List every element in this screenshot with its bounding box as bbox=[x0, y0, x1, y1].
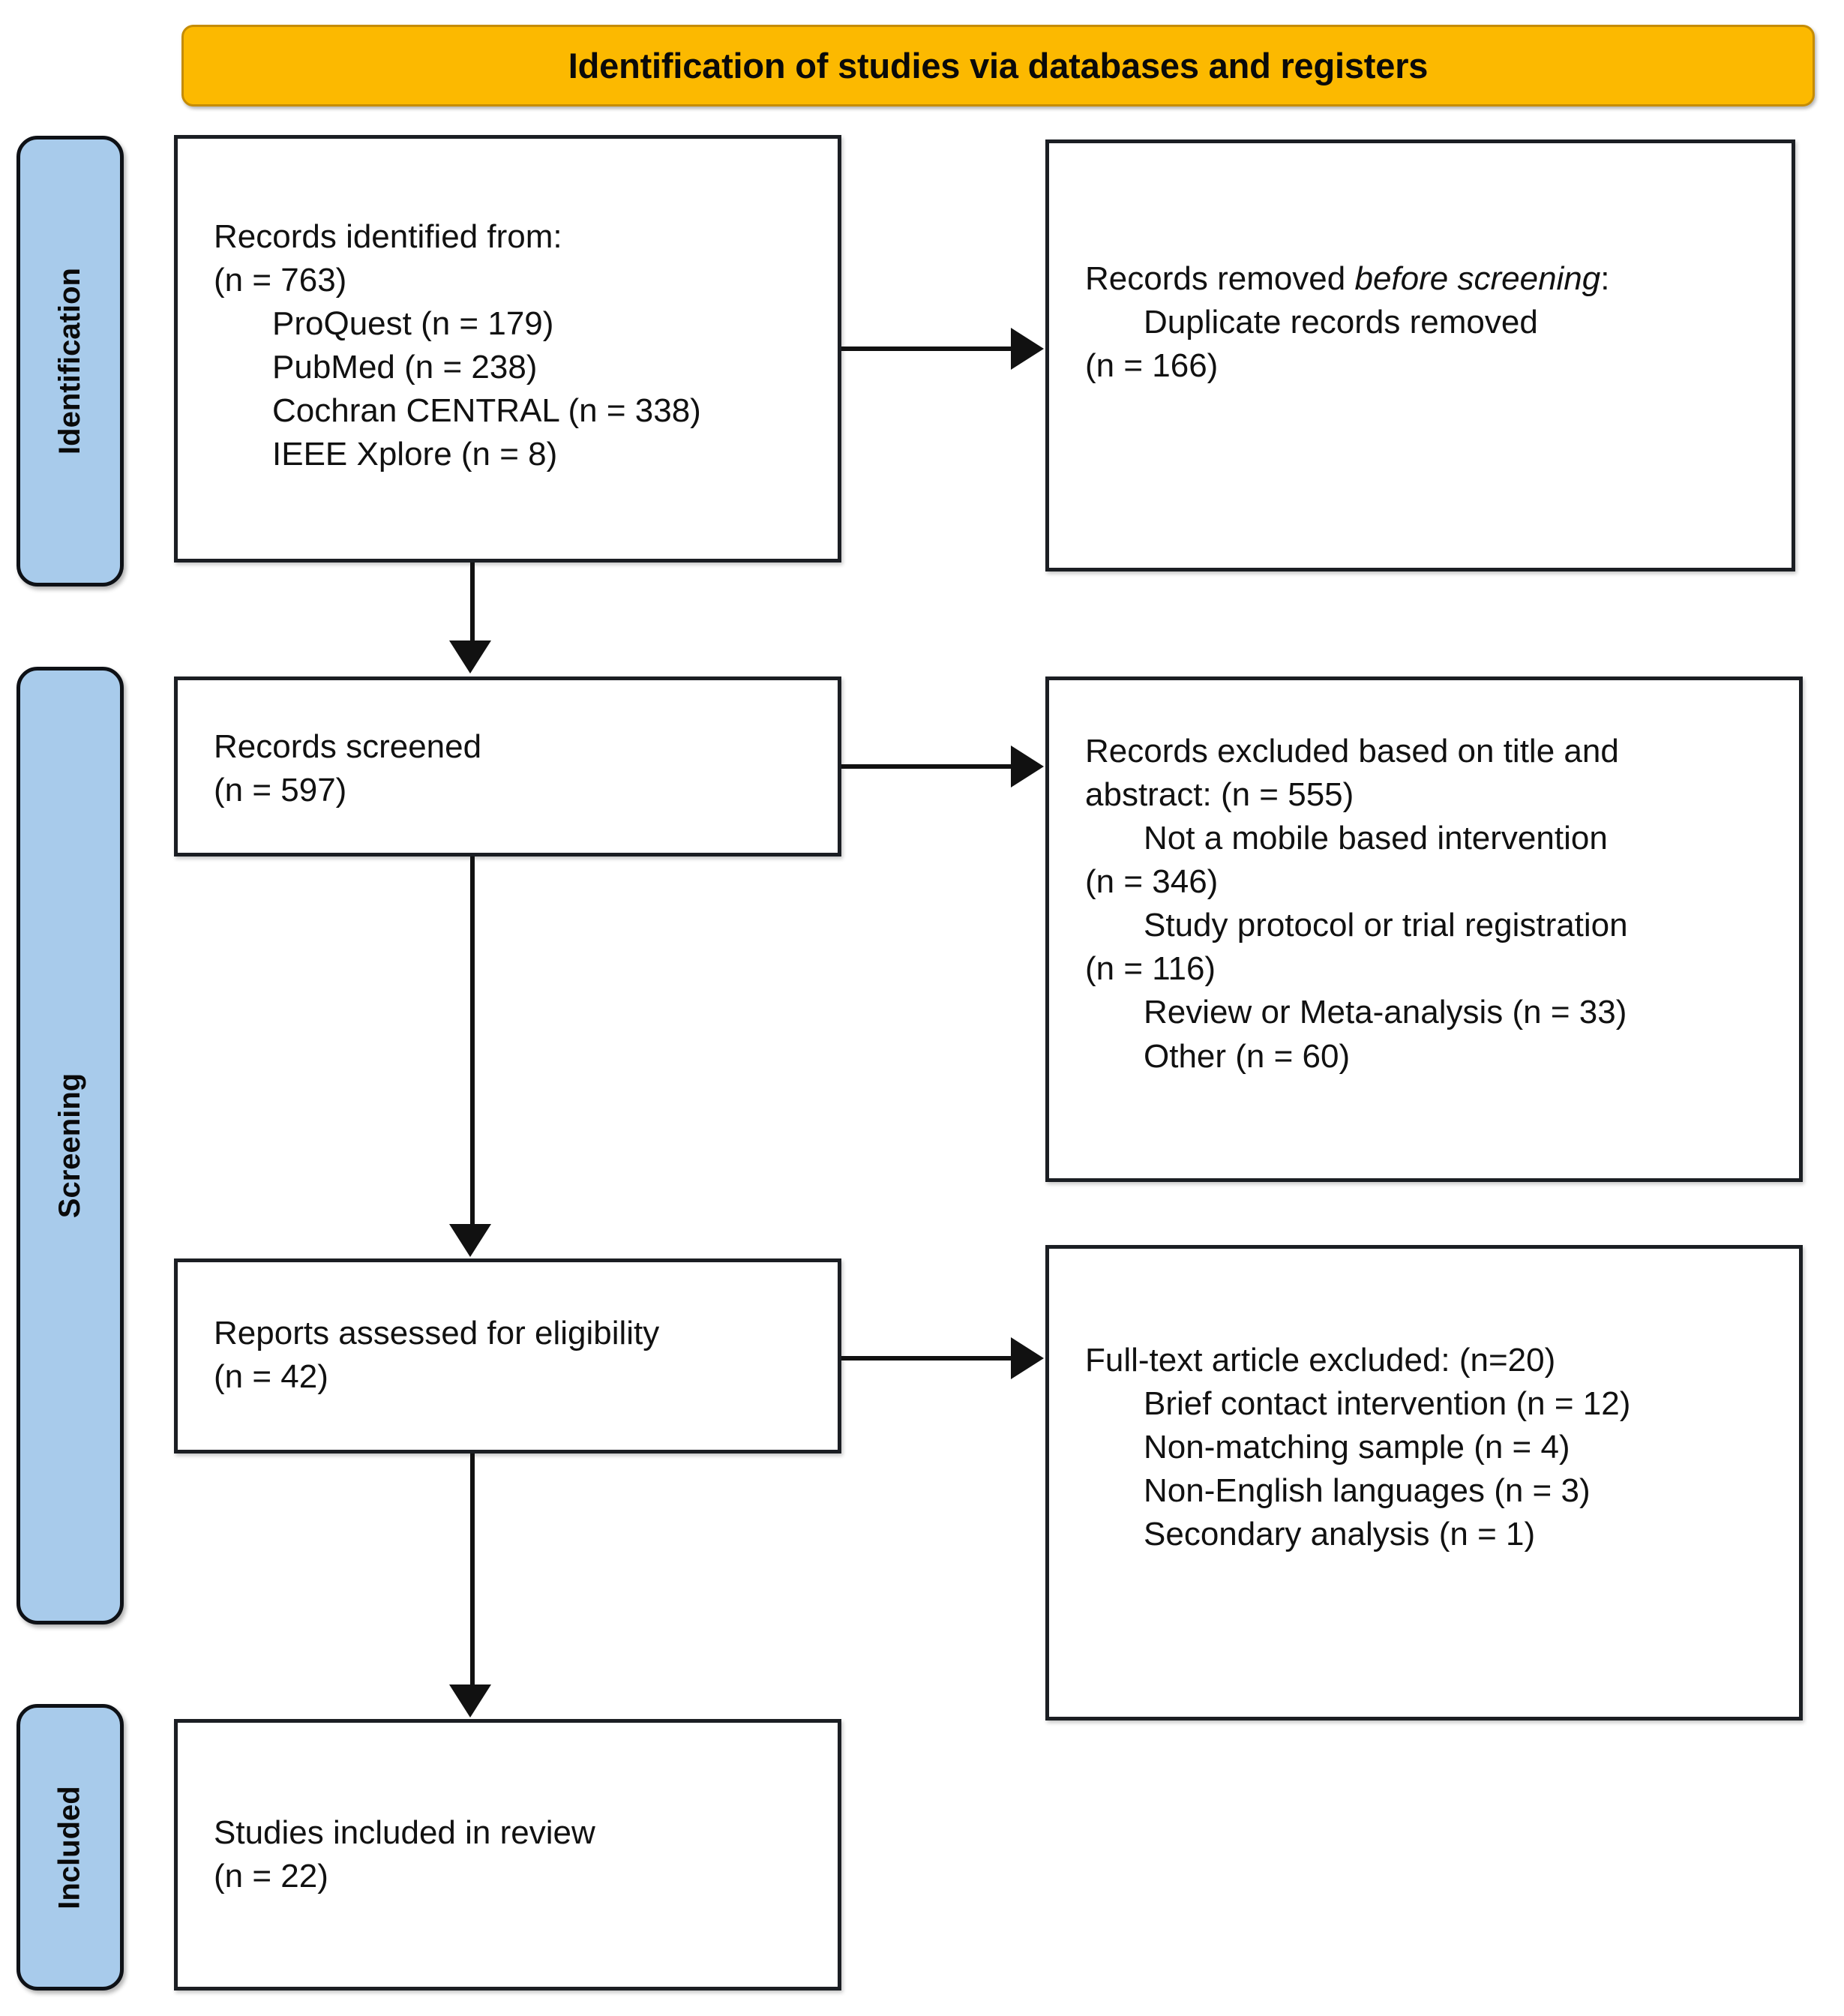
connector-screened-to-eligibility bbox=[470, 856, 475, 1228]
stage-label-identification: Identification bbox=[16, 136, 124, 586]
diagram-header-banner: Identification of studies via databases … bbox=[181, 25, 1815, 106]
arrow-right-icon-screened-to-excluded bbox=[1011, 746, 1044, 788]
records-identified-line-2: (n = 763) bbox=[214, 262, 347, 299]
records-removed-heading: Records removed before screening: bbox=[1085, 257, 1775, 301]
records-excluded-reason-not-mobile: Not a mobile based intervention bbox=[1144, 820, 1608, 857]
records-excluded-reason-review: Review or Meta-analysis (n = 33) bbox=[1144, 994, 1627, 1031]
fulltext-excluded-reason-non-matching: Non-matching sample (n = 4) bbox=[1144, 1429, 1570, 1466]
records-identified-source-pubmed: PubMed (n = 238) bbox=[272, 349, 538, 386]
records-identified-source-ieee-xplore: IEEE Xplore (n = 8) bbox=[272, 436, 558, 473]
records-excluded-line-1: Records excluded based on title and bbox=[1085, 733, 1619, 770]
fulltext-excluded-reason-brief-contact: Brief contact intervention (n = 12) bbox=[1144, 1385, 1631, 1423]
fulltext-excluded-reason-secondary-analysis: Secondary analysis (n = 1) bbox=[1144, 1516, 1536, 1553]
records-screened-line-1: Records screened bbox=[214, 728, 482, 765]
records-removed-heading-italic: before screening bbox=[1354, 260, 1601, 297]
node-fulltext-excluded: Full-text article excluded: (n=20) Brief… bbox=[1045, 1245, 1803, 1720]
records-removed-item-count: (n = 166) bbox=[1085, 347, 1219, 385]
records-excluded-reason-not-mobile-count: (n = 346) bbox=[1085, 863, 1219, 901]
node-records-removed-before-screening: Records removed before screening: Duplic… bbox=[1045, 140, 1795, 572]
records-excluded-reason-protocol-count: (n = 116) bbox=[1085, 950, 1216, 988]
connector-screened-to-excluded bbox=[841, 764, 1014, 769]
node-studies-included: Studies included in review (n = 22) bbox=[174, 1719, 841, 1990]
node-records-excluded: Records excluded based on title and abst… bbox=[1045, 676, 1803, 1182]
records-screened-line-2: (n = 597) bbox=[214, 772, 347, 809]
stage-label-included: Included bbox=[16, 1704, 124, 1990]
studies-included-line-2: (n = 22) bbox=[214, 1858, 328, 1895]
records-removed-heading-tail: : bbox=[1600, 260, 1610, 297]
arrow-down-icon-eligibility-to-included bbox=[449, 1684, 491, 1718]
connector-identified-to-removed bbox=[841, 346, 1014, 351]
arrow-down-icon-identified-to-screened bbox=[449, 640, 491, 674]
records-identified-source-proquest: ProQuest (n = 179) bbox=[272, 305, 554, 343]
connector-identified-to-screened bbox=[470, 562, 475, 646]
arrow-right-icon-identified-to-removed bbox=[1011, 328, 1044, 370]
node-records-identified: Records identified from: (n = 763) ProQu… bbox=[174, 135, 841, 562]
node-records-screened: Records screened (n = 597) bbox=[174, 676, 841, 856]
stage-label-included-text: Included bbox=[53, 1785, 87, 1910]
node-reports-assessed-eligibility: Reports assessed for eligibility (n = 42… bbox=[174, 1258, 841, 1454]
arrow-down-icon-screened-to-eligibility bbox=[449, 1224, 491, 1257]
fulltext-excluded-reason-non-english: Non-English languages (n = 3) bbox=[1144, 1472, 1591, 1510]
studies-included-line-1: Studies included in review bbox=[214, 1814, 595, 1851]
records-excluded-reason-protocol: Study protocol or trial registration bbox=[1144, 907, 1628, 944]
eligibility-line-2: (n = 42) bbox=[214, 1358, 328, 1396]
records-identified-source-cochran-central: Cochran CENTRAL (n = 338) bbox=[272, 392, 701, 430]
records-excluded-reason-other: Other (n = 60) bbox=[1144, 1037, 1351, 1075]
stage-label-screening-text: Screening bbox=[53, 1072, 86, 1219]
connector-eligibility-to-included bbox=[470, 1454, 475, 1690]
arrow-right-icon-eligibility-to-fulltext bbox=[1011, 1337, 1044, 1379]
eligibility-line-1: Reports assessed for eligibility bbox=[214, 1315, 660, 1352]
stage-label-identification-text: Identification bbox=[53, 268, 87, 454]
records-removed-item-duplicates: Duplicate records removed bbox=[1144, 304, 1538, 341]
connector-eligibility-to-fulltext bbox=[841, 1356, 1014, 1360]
records-removed-heading-plain: Records removed bbox=[1085, 260, 1355, 297]
records-identified-line-1: Records identified from: bbox=[214, 218, 562, 255]
fulltext-excluded-line-1: Full-text article excluded: (n=20) bbox=[1085, 1342, 1556, 1378]
records-excluded-line-2: abstract: (n = 555) bbox=[1085, 776, 1354, 814]
diagram-title: Identification of studies via databases … bbox=[568, 46, 1429, 86]
stage-label-screening: Screening bbox=[16, 667, 124, 1624]
